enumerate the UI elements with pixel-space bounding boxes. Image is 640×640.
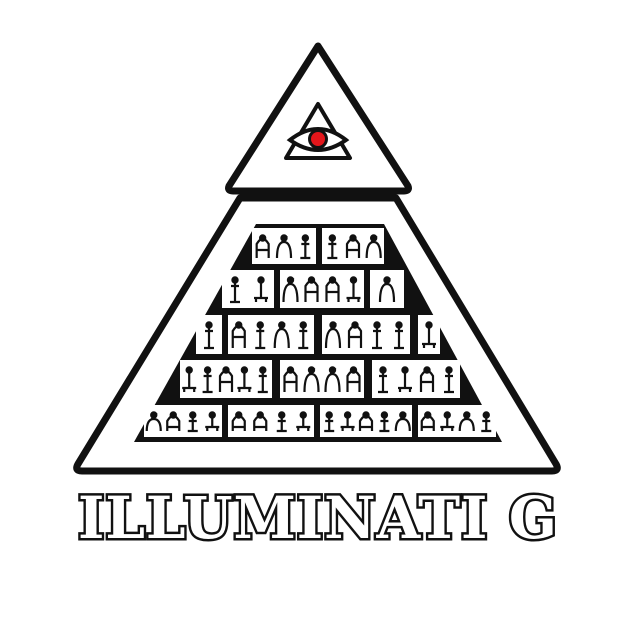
hieroglyph-icon	[304, 276, 319, 302]
hieroglyph-icon	[218, 366, 234, 392]
hieroglyph-icon	[231, 411, 246, 431]
hieroglyph-icon	[230, 276, 240, 304]
brand-title: ILLUMINATI G	[78, 484, 558, 552]
hieroglyph-icon	[481, 411, 492, 433]
hieroglyph-icon	[378, 276, 396, 303]
hieroglyph-icon	[444, 366, 454, 394]
hieroglyph-icon	[283, 366, 298, 392]
hieroglyph-icon	[182, 366, 197, 392]
hieroglyph-icon	[204, 321, 214, 350]
hieroglyph-icon	[253, 411, 268, 431]
hieroglyph-icon	[166, 411, 181, 431]
hieroglyph-icon	[254, 276, 268, 302]
hieroglyph-icon	[378, 366, 388, 394]
hieroglyph-icon	[202, 366, 213, 394]
hieroglyph-icon	[422, 321, 436, 348]
hieroglyph-icon	[282, 276, 299, 303]
hieroglyph-icon	[346, 276, 361, 302]
brick	[280, 360, 364, 398]
brick	[280, 270, 364, 308]
hieroglyph-icon	[205, 411, 220, 431]
hieroglyph-icon	[273, 321, 290, 349]
hieroglyph-icon	[398, 366, 412, 392]
eye-icon	[284, 102, 352, 160]
hieroglyph-icon	[346, 366, 361, 392]
hieroglyph-icon	[347, 321, 363, 348]
hieroglyph-icon	[298, 321, 309, 350]
hieroglyph-icon	[358, 411, 374, 431]
hieroglyph-icon	[365, 234, 382, 259]
hieroglyph-icon	[340, 411, 355, 431]
hieroglyph-icon	[420, 411, 435, 431]
hieroglyph-icon	[324, 366, 341, 393]
hieroglyph-icon	[379, 411, 390, 433]
brick	[228, 405, 314, 437]
hieroglyph-icon	[303, 366, 320, 393]
hieroglyph-icon	[296, 411, 311, 431]
hieroglyph-icon	[324, 321, 342, 349]
brick	[144, 405, 222, 437]
hieroglyph-icon	[440, 411, 455, 431]
hieroglyph-icon	[145, 411, 162, 432]
hieroglyph-icon	[257, 366, 268, 394]
hieroglyph-icon	[255, 321, 266, 350]
hieroglyph-icon	[231, 321, 246, 348]
hieroglyph-icon	[275, 234, 293, 259]
hieroglyph-icon	[325, 276, 340, 302]
hieroglyph-icon	[372, 321, 382, 350]
hieroglyph-icon	[276, 411, 287, 433]
hieroglyph-icon	[394, 321, 404, 350]
hieroglyph-icon	[255, 234, 270, 258]
brick	[222, 270, 274, 308]
brick	[320, 405, 412, 437]
hieroglyph-icon	[187, 411, 198, 433]
hieroglyph-icon	[327, 234, 338, 260]
hieroglyph-icon	[300, 234, 311, 260]
brick	[370, 270, 404, 308]
hieroglyph-icon	[394, 411, 411, 432]
hieroglyph-icon	[419, 366, 435, 392]
hieroglyph-icon	[324, 411, 335, 433]
hieroglyph-icon	[458, 411, 475, 432]
hieroglyph-icon	[345, 234, 361, 258]
hieroglyph-bricks	[144, 228, 496, 437]
hieroglyph-icon	[237, 366, 252, 392]
